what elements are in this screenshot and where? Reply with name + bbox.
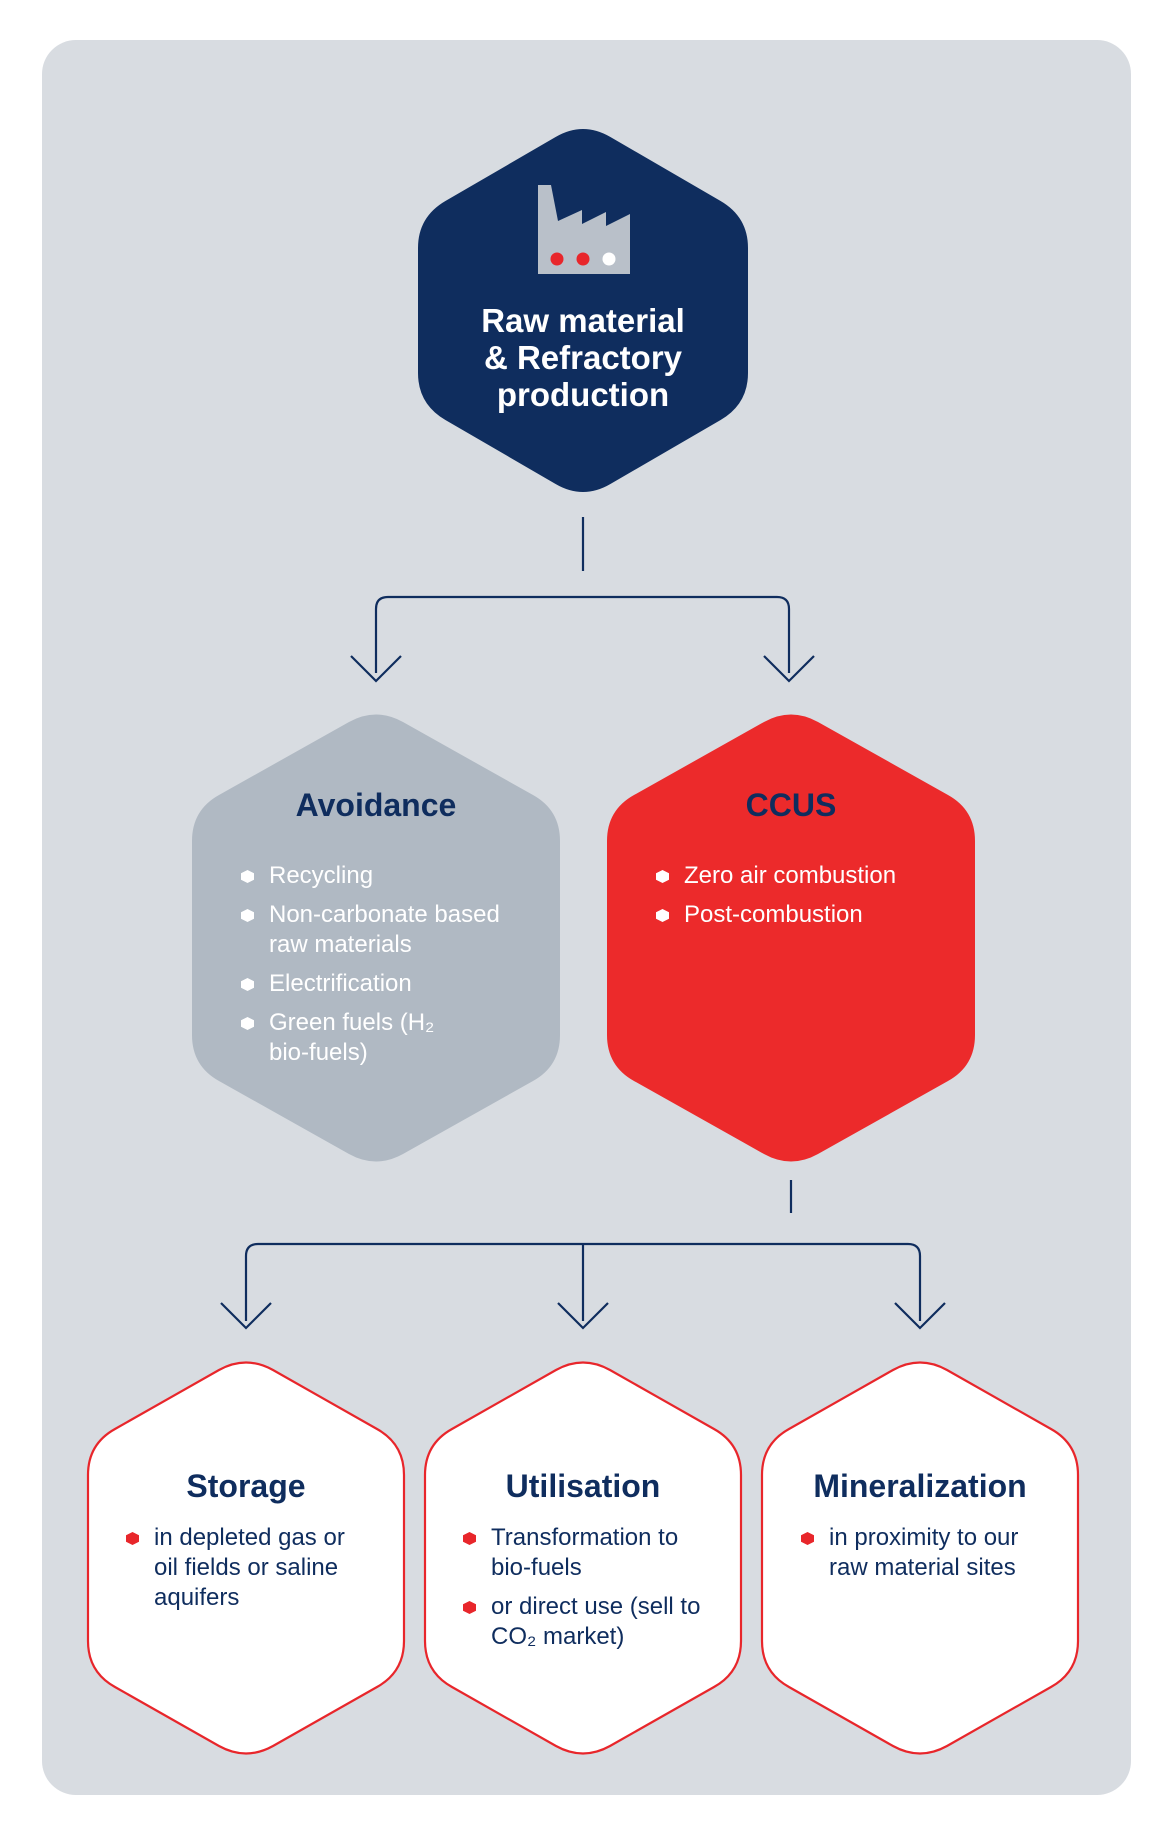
arrow-to-utilisation bbox=[557, 1302, 609, 1330]
bullet-hex-icon bbox=[126, 1532, 139, 1545]
ccus-hexagon bbox=[607, 714, 975, 1162]
avoidance-title: Avoidance bbox=[295, 787, 457, 823]
list-item: Post-combustion bbox=[656, 900, 956, 930]
bullet-hex-icon bbox=[241, 870, 254, 883]
list-item: Electrification bbox=[241, 969, 541, 999]
list-item: Non-carbonate based raw materials bbox=[241, 900, 541, 960]
list-item: Green fuels (H₂ bio-fuels) bbox=[241, 1008, 444, 1068]
utilisation-list: Transformation to bio-fuels or direct us… bbox=[463, 1523, 703, 1661]
utilisation-hexagon bbox=[423, 1361, 743, 1755]
bullet-hex-icon bbox=[801, 1532, 814, 1545]
mineralization-hexagon bbox=[760, 1361, 1080, 1755]
connector-bottom bbox=[244, 1180, 922, 1321]
top-title-line-2: & Refractory bbox=[483, 339, 683, 376]
bullet-hex-icon bbox=[241, 1017, 254, 1030]
ccus-title: CCUS bbox=[745, 787, 837, 823]
list-item: Zero air combustion bbox=[656, 861, 956, 891]
mineralization-list: in proximity to our raw material sites bbox=[801, 1523, 1041, 1592]
factory-dot-red-1 bbox=[550, 252, 564, 266]
utilisation-title: Utilisation bbox=[505, 1468, 661, 1504]
list-item: Recycling bbox=[241, 861, 541, 891]
top-hexagon bbox=[418, 129, 748, 492]
factory-icon bbox=[538, 185, 630, 274]
list-item: in depleted gas or oil fields or saline … bbox=[126, 1523, 354, 1613]
mineralization-title: Mineralization bbox=[813, 1468, 1027, 1504]
arrow-to-avoidance bbox=[350, 655, 402, 683]
bullet-hex-icon bbox=[656, 870, 669, 883]
storage-title: Storage bbox=[186, 1468, 306, 1504]
avoidance-list: Recycling Non-carbonate based raw materi… bbox=[241, 861, 541, 1077]
storage-hexagon bbox=[86, 1361, 406, 1755]
bullet-hex-icon bbox=[241, 978, 254, 991]
avoidance-hexagon bbox=[192, 714, 560, 1162]
connector-top bbox=[374, 517, 791, 673]
arrow-to-ccus bbox=[763, 655, 815, 683]
list-item: in proximity to our raw material sites bbox=[801, 1523, 1039, 1583]
bullet-hex-icon bbox=[463, 1601, 476, 1614]
bullet-hex-icon bbox=[656, 909, 669, 922]
list-item: or direct use (sell to CO₂ market) bbox=[463, 1592, 721, 1652]
list-item: Transformation to bio-fuels bbox=[463, 1523, 691, 1583]
storage-list: in depleted gas or oil fields or saline … bbox=[126, 1523, 356, 1622]
factory-dot-white bbox=[602, 252, 616, 266]
arrow-to-storage bbox=[220, 1302, 272, 1330]
bullet-hex-icon bbox=[241, 909, 254, 922]
bullet-hex-icon bbox=[463, 1532, 476, 1545]
factory-dot-red-2 bbox=[576, 252, 590, 266]
top-title: Raw material & Refractory production bbox=[433, 302, 733, 413]
ccus-list: Zero air combustion Post-combustion bbox=[656, 861, 956, 939]
top-title-line-3: production bbox=[496, 376, 670, 413]
top-title-line-1: Raw material bbox=[481, 302, 685, 339]
arrow-to-mineralization bbox=[894, 1302, 946, 1330]
